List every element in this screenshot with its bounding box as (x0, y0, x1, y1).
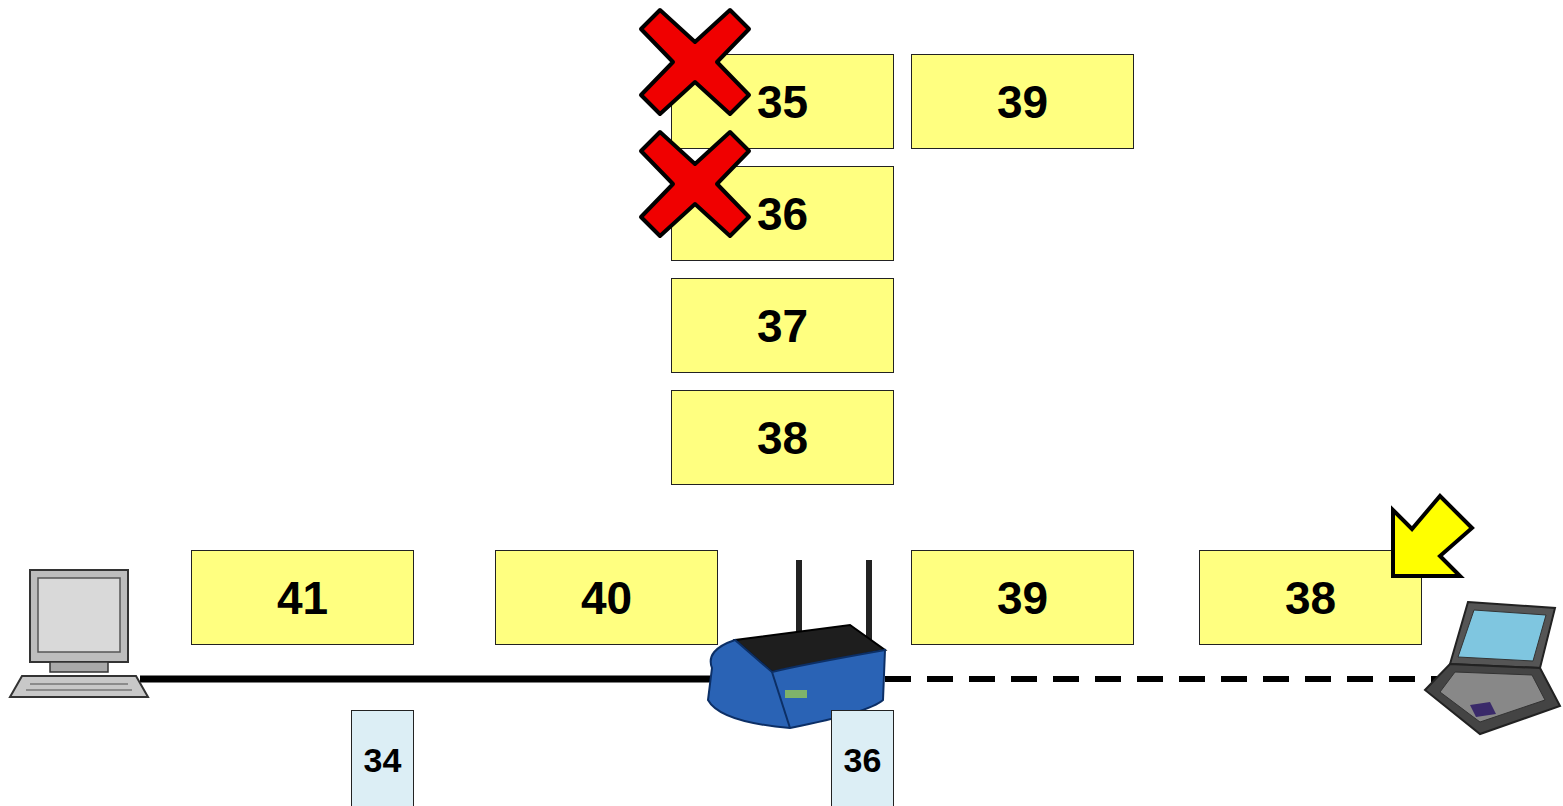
data-packet: 35 (671, 54, 894, 149)
packet-number: 36 (844, 741, 882, 780)
data-packet: 37 (671, 278, 894, 373)
wireless-router (708, 560, 885, 728)
drop-cross (641, 132, 749, 236)
data-packet: 38 (671, 390, 894, 485)
data-packet: 39 (911, 550, 1134, 645)
ack-packet: 36 (831, 710, 894, 806)
data-packet: 40 (495, 550, 718, 645)
data-packet: 36 (671, 166, 894, 261)
packet-number: 35 (757, 75, 808, 129)
pointer-arrow (1393, 496, 1472, 576)
packet-number: 39 (997, 571, 1048, 625)
data-packet: 39 (911, 54, 1134, 149)
packet-number: 36 (757, 187, 808, 241)
wireless-link (885, 676, 1440, 682)
data-packet: 38 (1199, 550, 1422, 645)
ack-packet: 34 (351, 710, 414, 806)
laptop-computer (1425, 602, 1560, 734)
packet-number: 40 (581, 571, 632, 625)
packet-number: 38 (1285, 571, 1336, 625)
drop-cross (641, 10, 749, 114)
packet-number: 41 (277, 571, 328, 625)
packet-number: 37 (757, 299, 808, 353)
data-packet: 41 (191, 550, 414, 645)
desktop-computer (10, 570, 148, 697)
packet-number: 34 (364, 741, 402, 780)
packet-number: 38 (757, 411, 808, 465)
packet-number: 39 (997, 75, 1048, 129)
wired-link (140, 676, 730, 683)
